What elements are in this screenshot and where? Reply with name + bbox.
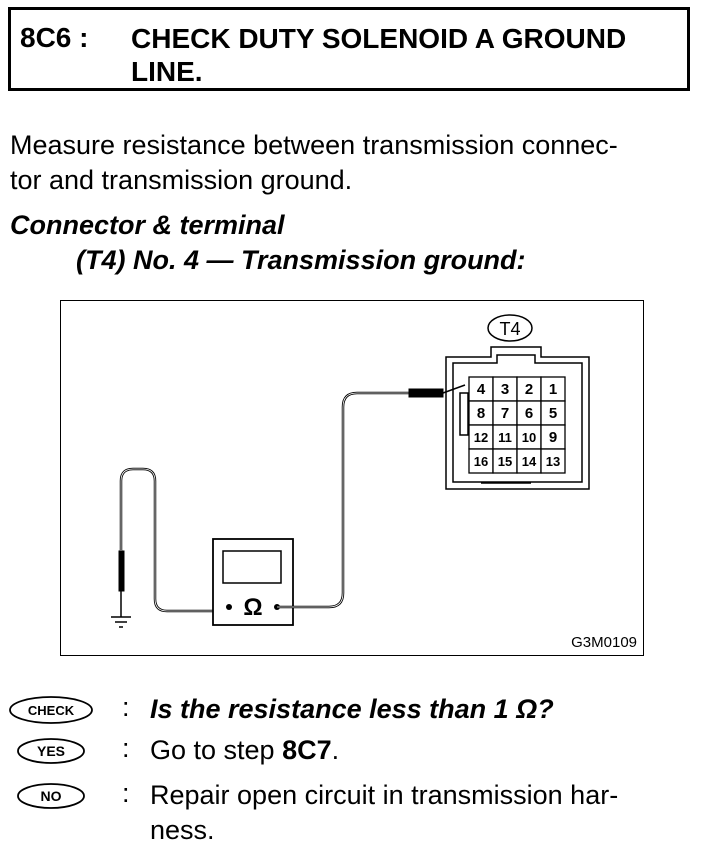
yes-row: YES : Go to step 8C7. [0, 733, 704, 769]
connector-heading: Connector & terminal [10, 210, 285, 240]
no-row: NO : Repair open circuit in transmission… [0, 778, 704, 845]
step-title: CHECK DUTY SOLENOID A GROUND LINE. [131, 23, 627, 87]
yes-badge-label: YES [37, 743, 65, 759]
terminal-label: 8 [477, 405, 485, 422]
terminal-label: 16 [474, 454, 488, 469]
no-colon: : [122, 778, 130, 808]
yes-prefix: Go to step [150, 735, 283, 765]
no-badge: NO [17, 783, 85, 809]
yes-badge: YES [17, 738, 85, 764]
check-question: Is the resistance less than 1 Ω? [150, 694, 554, 724]
no-badge-label: NO [41, 788, 62, 804]
ohm-symbol: Ω [243, 594, 262, 621]
ground-symbol [111, 616, 131, 628]
terminal-label: 2 [525, 381, 533, 398]
terminal-label: 3 [501, 381, 509, 398]
yes-instruction: Go to step 8C7. [150, 733, 339, 768]
yes-colon: : [122, 733, 130, 763]
no-line-1: Repair open circuit in transmission har- [150, 780, 619, 810]
instruction-line-2: tor and transmission ground. [10, 165, 353, 195]
step-number: 8C6 : [20, 22, 89, 53]
yes-suffix: . [331, 735, 340, 765]
terminal-label: 1 [549, 381, 557, 398]
terminal-cell [540, 400, 566, 426]
terminal-label: 6 [525, 405, 533, 422]
connector-label-text: T4 [499, 319, 520, 339]
terminal-label: 4 [477, 381, 486, 398]
instruction-paragraph: Measure resistance between transmission … [10, 128, 695, 198]
connector-t4 [445, 346, 590, 490]
check-colon: : [122, 692, 130, 722]
check-row: CHECK : Is the resistance less than 1 Ω? [0, 692, 704, 728]
terminal-label: 5 [549, 405, 557, 422]
no-line-2: ness. [150, 815, 215, 845]
terminal-label: 12 [474, 430, 488, 445]
terminal-label: 14 [522, 454, 537, 469]
check-badge: CHECK [9, 696, 93, 724]
terminal-label: 13 [546, 454, 560, 469]
terminal-cell [492, 424, 518, 450]
test-lead [277, 384, 466, 609]
ohmmeter: Ω [212, 538, 294, 626]
terminal-label: 11 [498, 430, 512, 445]
terminal-cell [540, 376, 566, 402]
terminal-label: 9 [549, 429, 557, 446]
terminal-label: 7 [501, 405, 509, 422]
terminal-cell [468, 448, 494, 474]
terminal-label: 10 [522, 430, 536, 445]
connector-detail: (T4) No. 4 — Transmission ground: [76, 245, 526, 275]
instruction-line-1: Measure resistance between transmission … [10, 130, 618, 160]
no-instruction: Repair open circuit in transmission har-… [150, 778, 695, 848]
terminal-label: 15 [498, 454, 512, 469]
check-badge-label: CHECK [28, 703, 75, 718]
connector-label-t4: T4 [487, 314, 533, 342]
step-title-box: 8C6 : CHECK DUTY SOLENOID A GROUND LINE. [8, 7, 690, 91]
terminal-cell [516, 448, 542, 474]
terminal-cell [540, 448, 566, 474]
terminal-cell [516, 424, 542, 450]
figure-code: G3M0109 [571, 634, 637, 651]
terminal-cell [516, 400, 542, 426]
yes-step-link: 8C7 [282, 735, 332, 765]
ground-probe [118, 467, 213, 617]
